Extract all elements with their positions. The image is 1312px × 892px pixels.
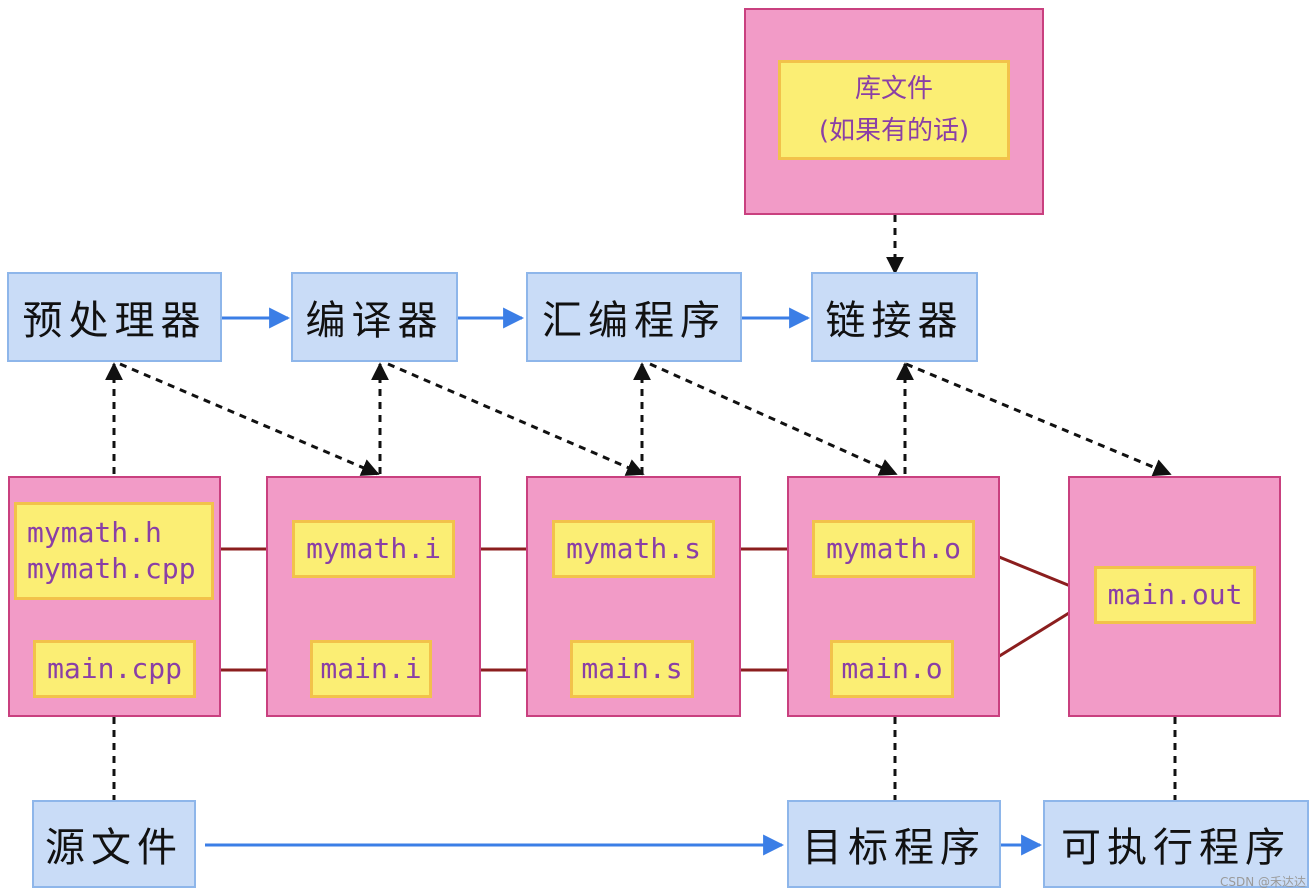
preprocessor-box: 预处理器 bbox=[7, 272, 222, 362]
dotted-compiler-to-s bbox=[387, 362, 645, 476]
source-stage-box: 源文件 bbox=[32, 800, 196, 888]
library-label: 库文件 bbox=[854, 74, 933, 104]
mymath-h-label: mymath.h bbox=[27, 516, 162, 549]
mymath-cpp-label: mymath.cpp bbox=[27, 552, 196, 585]
mymath-o-file: mymath.o bbox=[812, 520, 975, 578]
mymath-s-file: mymath.s bbox=[552, 520, 715, 578]
main-s-file: main.s bbox=[570, 640, 694, 698]
dotted-preprocessor-to-i bbox=[119, 362, 380, 476]
dotted-assembler-to-o bbox=[649, 362, 898, 476]
object-stage-box: 目标程序 bbox=[787, 800, 1001, 888]
compiler-box: 编译器 bbox=[291, 272, 458, 362]
main-o-file: main.o bbox=[830, 640, 954, 698]
assembler-box: 汇编程序 bbox=[526, 272, 742, 362]
executable-stage-box: 可执行程序 bbox=[1043, 800, 1309, 888]
linker-box: 链接器 bbox=[811, 272, 978, 362]
mymath-source-file: mymath.h mymath.cpp bbox=[14, 502, 214, 600]
main-cpp-file: main.cpp bbox=[33, 640, 196, 698]
library-file: 库文件 (如果有的话) bbox=[778, 60, 1010, 160]
library-note: (如果有的话) bbox=[818, 116, 970, 146]
dotted-linker-to-out bbox=[905, 362, 1172, 477]
watermark-text: CSDN @禾达达 bbox=[1219, 875, 1306, 889]
main-out-file: main.out bbox=[1094, 566, 1256, 624]
main-i-file: main.i bbox=[310, 640, 432, 698]
mymath-i-file: mymath.i bbox=[292, 520, 455, 578]
